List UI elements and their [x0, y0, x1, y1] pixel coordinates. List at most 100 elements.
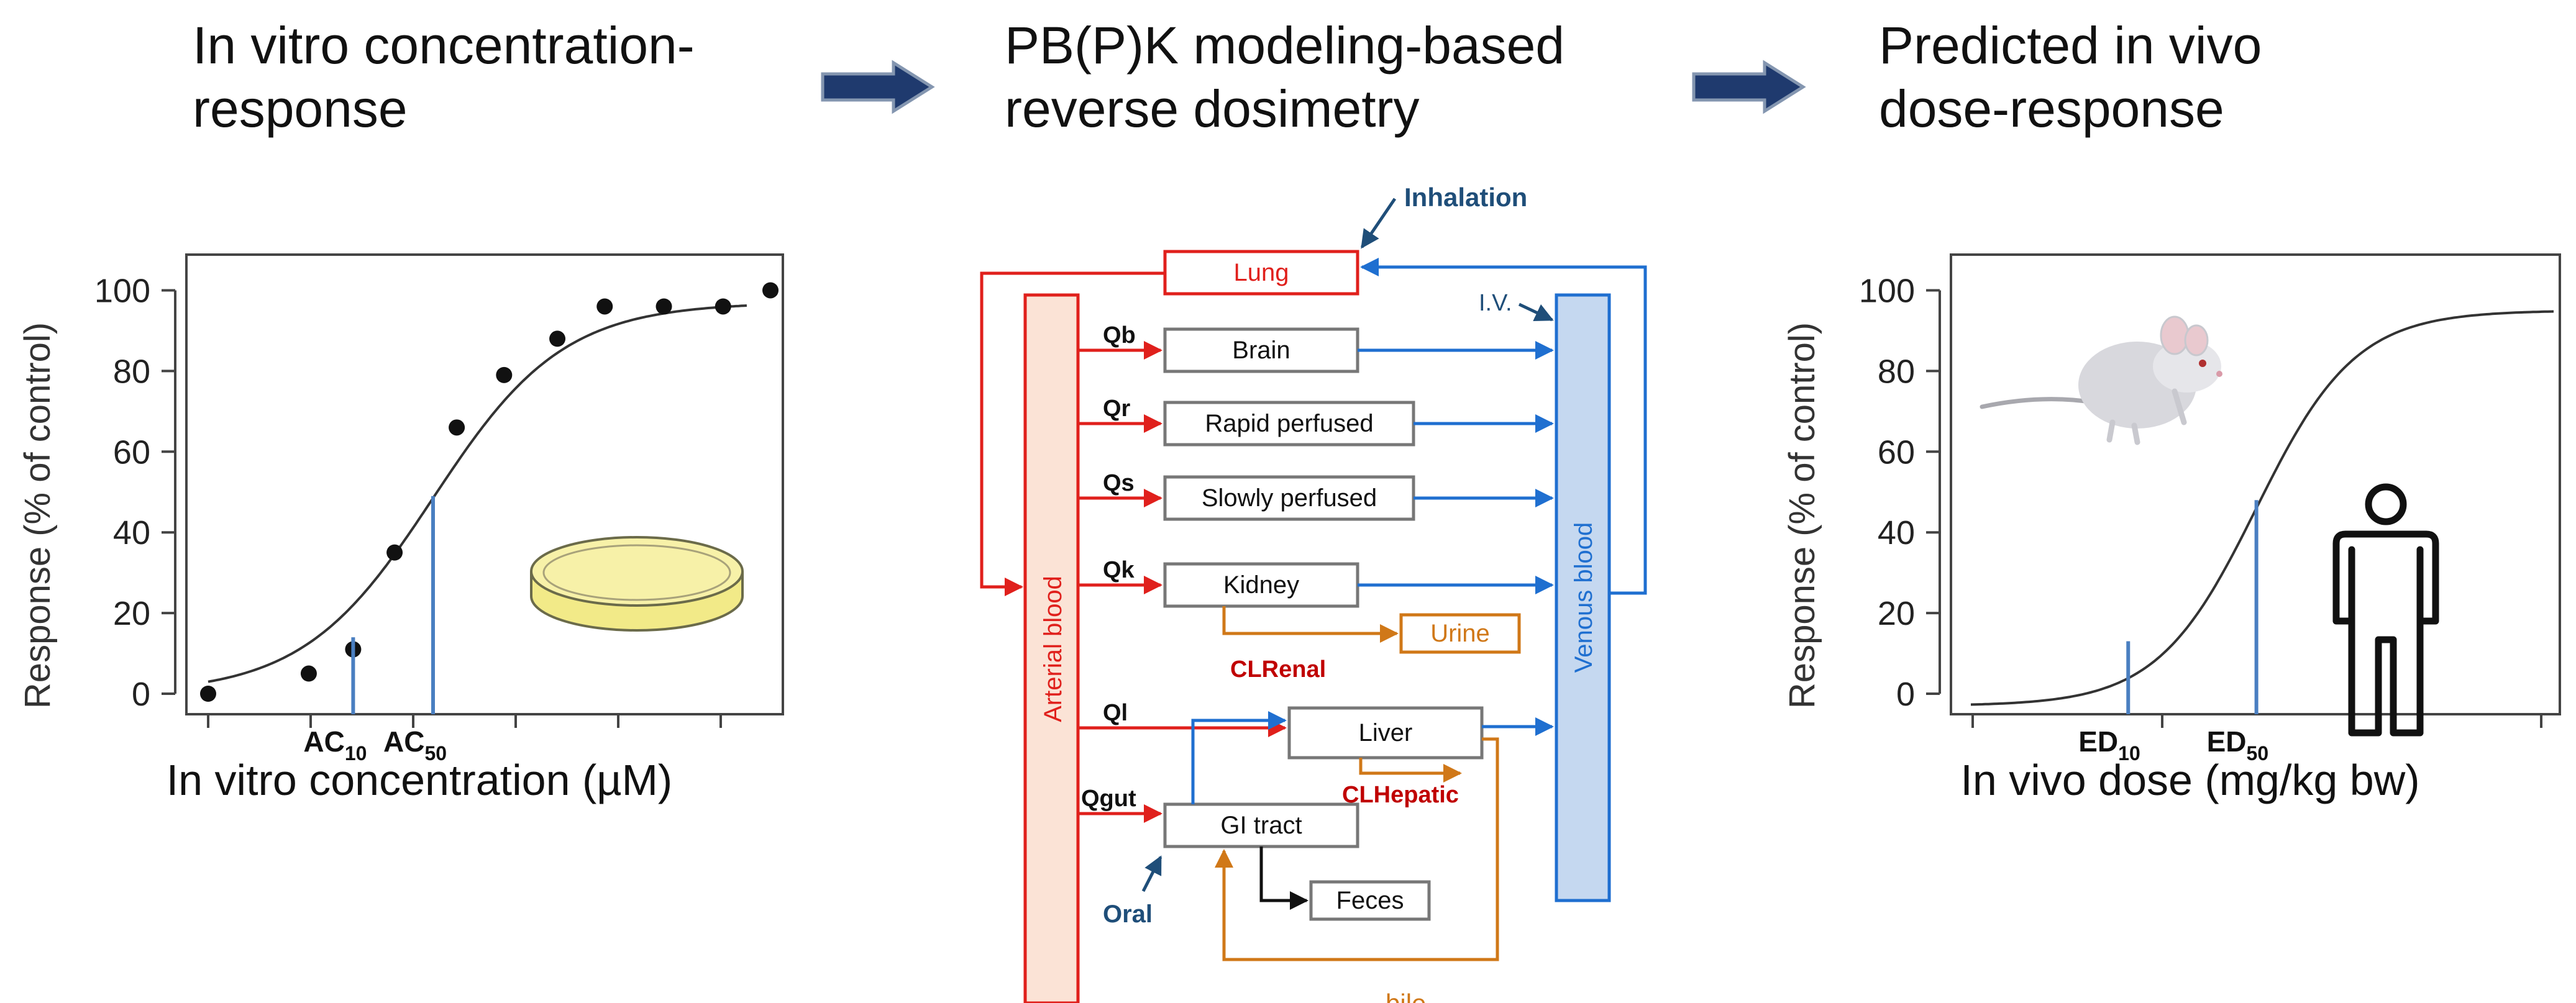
arterial-blood-label: Arterial blood: [1039, 576, 1067, 722]
y-tick-label: 60: [1878, 433, 1915, 471]
heading-pbpk-line-1: PB(P)K modeling-based: [1005, 16, 1565, 75]
data-point: [715, 298, 731, 315]
urine-label: Urine: [1430, 620, 1490, 647]
urine-box: [1399, 613, 1521, 654]
in-vivo-chart: 0 20 40 60 80 100 ED10 ED50 In vivo dose (mg/k…: [1782, 253, 2561, 804]
lung-to-arterial-flow: [980, 271, 1165, 596]
data-point: [596, 298, 613, 315]
heading-pbpk-line-2: reverse dosimetry: [1005, 79, 1420, 138]
rapid-perfused-box: [1163, 401, 1415, 447]
clrenal-label: CLRenal: [1230, 656, 1326, 683]
y-axis-label: Response (% of control): [1782, 322, 1822, 709]
liver-box: [1287, 706, 1484, 760]
kidney-label: Kidney: [1223, 571, 1299, 599]
heading-in-vitro-line-2: response: [193, 79, 408, 138]
person-icon: [2332, 483, 2439, 737]
qb-label: Qb: [1103, 322, 1136, 348]
heading-in-vivo-line-1: Predicted in vivo: [1879, 16, 2262, 75]
mouse-icon: [1980, 315, 2222, 445]
right-arrow-icon: [1692, 60, 1806, 114]
y-tick-label: 0: [1896, 676, 1915, 713]
clhepatic-label: CLHepatic: [1342, 782, 1459, 808]
venous-to-lung-flow: [1360, 258, 1647, 595]
flow-arrow-1: [821, 60, 935, 114]
slowly-perfused-box: [1163, 475, 1415, 521]
x-axis-label: In vitro concentration (µM): [167, 756, 673, 804]
brain-label: Brain: [1232, 337, 1290, 364]
oral-arrow: [1141, 855, 1162, 892]
iv-label: I.V.: [1479, 290, 1512, 316]
qgut-label: Qgut: [1081, 786, 1136, 812]
slowly-perfused-label: Slowly perfused: [1202, 484, 1377, 512]
marker-label: AC50: [383, 725, 447, 765]
arterial-blood-box: [1023, 293, 1080, 1003]
gi-tract-box: [1163, 802, 1359, 848]
heading-in-vivo-line-2: dose-response: [1879, 79, 2224, 138]
y-tick-label: 0: [132, 676, 150, 713]
y-tick-label: 40: [1878, 514, 1915, 551]
y-tick-label: 80: [1878, 353, 1915, 390]
x-axis: [207, 713, 722, 728]
y-axis-label: Response (% of control): [17, 322, 58, 709]
data-points: [200, 282, 779, 702]
marker-label: ED50: [2207, 725, 2269, 765]
lung-label: Lung: [1234, 259, 1289, 286]
lung-box: [1163, 250, 1359, 296]
y-tick-label: 40: [113, 514, 150, 551]
qs-label: Qs: [1103, 470, 1135, 496]
heading-pbpk: PB(P)K modeling-based reverse dosimetry: [1005, 14, 1564, 140]
feces-flow: [1259, 846, 1309, 910]
plot-frame: [185, 253, 784, 715]
bile-label: bile: [1386, 989, 1426, 1003]
heading-in-vitro: In vitro concentration- response: [193, 14, 695, 140]
heading-in-vitro-line-1: In vitro concentration-: [193, 16, 695, 75]
petri-dish-icon: [530, 536, 744, 632]
y-tick-label: 100: [94, 272, 150, 309]
venous-blood-label: Venous blood: [1570, 522, 1597, 673]
data-point: [655, 298, 672, 315]
fit-curve: [208, 304, 747, 683]
renal-clearance-flow: [1222, 606, 1399, 643]
data-point: [496, 366, 513, 383]
y-tick-label: 60: [113, 433, 150, 471]
y-tick-label: 20: [113, 595, 150, 632]
gi-liver-flow: [1191, 711, 1287, 804]
y-axis: 0 20 40 60 80 100: [1859, 272, 1941, 713]
data-point: [549, 330, 566, 347]
venous-blood-box: [1555, 293, 1611, 902]
feces-box: [1309, 880, 1431, 921]
y-tick-label: 100: [1859, 272, 1915, 309]
rapid-perfused-label: Rapid perfused: [1205, 410, 1373, 437]
data-point: [200, 686, 216, 702]
data-point: [762, 282, 779, 299]
pbpk-diagram: Arterial blood Venous blood Lung Inhalat…: [980, 183, 1647, 1003]
right-arrow-icon: [821, 60, 935, 114]
marker-label: ED10: [2078, 725, 2140, 765]
data-point: [386, 544, 403, 561]
gi-tract-label: GI tract: [1220, 812, 1302, 839]
x-axis: [1971, 713, 2542, 728]
feces-label: Feces: [1336, 887, 1404, 914]
y-tick-label: 20: [1878, 595, 1915, 632]
liver-label: Liver: [1359, 719, 1413, 747]
kidney-box: [1163, 562, 1359, 608]
x-axis-label: In vivo dose (mg/kg bw): [1960, 756, 2419, 804]
flow-arrow-2: [1692, 60, 1806, 114]
iv-arrow: [1518, 302, 1554, 322]
qr-label: Qr: [1103, 396, 1131, 422]
data-point: [449, 419, 465, 436]
marker-lines: AC10 AC50: [303, 496, 447, 765]
dose-response-curve: [1970, 310, 2554, 706]
heading-in-vivo: Predicted in vivo dose-response: [1879, 14, 2262, 140]
inhalation-label: Inhalation: [1404, 183, 1527, 212]
qk-label: Qk: [1103, 557, 1135, 583]
marker-lines: ED10 ED50: [2078, 500, 2268, 765]
oral-label: Oral: [1103, 901, 1153, 928]
marker-label: AC10: [303, 725, 367, 765]
bile-flow: [1215, 737, 1499, 961]
inhalation-arrow: [1360, 197, 1397, 249]
hepatic-clearance-flow: [1359, 758, 1462, 783]
data-point: [300, 665, 317, 682]
